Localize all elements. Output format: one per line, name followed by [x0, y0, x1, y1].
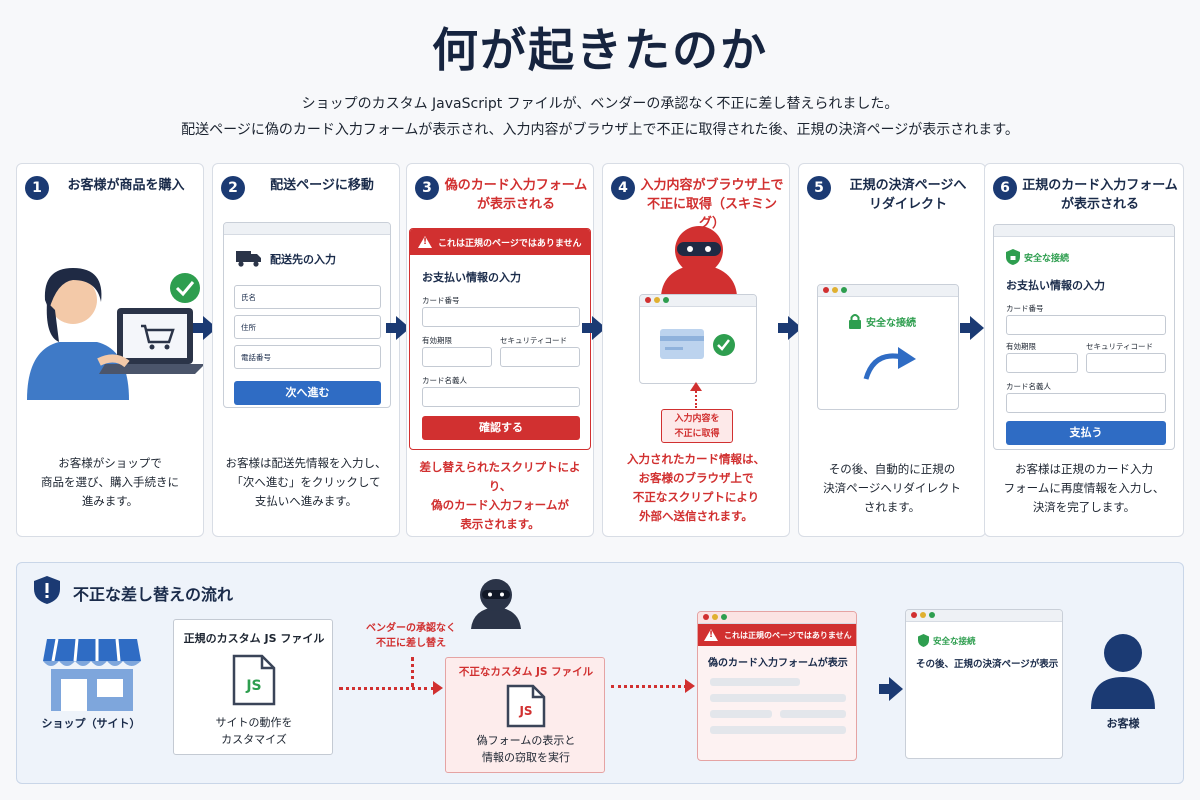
js-file-icon: [506, 684, 546, 728]
step-2-card: 2 配送ページに移動 配送先の入力 氏名 住所 電話番号 次へ進む お客様は配送…: [212, 163, 400, 537]
fake-page-window: これは正規のページではありません 偽のカード入力フォームが表示: [697, 611, 857, 761]
flow-title: 不正な差し替えの流れ: [73, 585, 234, 604]
expiry-field[interactable]: [1006, 353, 1078, 373]
step-description: その後、自動的に正規の 決済ページへリダイレクト されます。: [823, 462, 961, 514]
shield-icon: [34, 576, 60, 604]
hacker-icon: [661, 226, 737, 296]
step-title: 配送ページに移動: [270, 178, 374, 193]
name-field[interactable]: 氏名: [234, 285, 381, 309]
customer-label: お客様: [1106, 717, 1140, 730]
bad-file-title: 不正なカスタム JS ファイル: [458, 666, 594, 678]
secure-connection-label: 安全な接続: [1024, 254, 1070, 264]
step-description: お客様がショップで 商品を選び、購入手続きに 進みます。: [41, 456, 179, 508]
red-arrow-icon: [685, 679, 695, 693]
step-description: 入力されたカード情報は、 お客様のブラウザ上で 不正なスクリプトにより 外部へ送…: [627, 452, 765, 523]
subtitle-line-1: ショップのカスタム JavaScript ファイルが、ベンダーの承認なく不正に差…: [301, 96, 899, 112]
swap-label: ベンダーの承認なく 不正に差し替え: [366, 623, 456, 649]
step-number: 6: [993, 176, 1017, 200]
step-title: 正規の決済ページへ リダイレクト: [849, 178, 967, 212]
step-4-card: 4 入力内容がブラウザ上で 不正に取得（スキミング） 入力内容を 不正に取得 入…: [602, 163, 790, 537]
page-title: 何が起きたのか: [432, 23, 768, 77]
legit-page-text: その後、正規の決済ページが表示: [916, 659, 1059, 670]
flow-arrow-icon: [960, 316, 984, 340]
step-number: 3: [415, 176, 439, 200]
skimming-callout: 入力内容を 不正に取得: [661, 409, 733, 443]
shipping-form-window: 配送先の入力 氏名 住所 電話番号 次へ進む: [223, 222, 391, 408]
swap-flow-panel: 不正な差し替えの流れ ショップ（サイト） 正規のカスタム JS ファイル JS …: [16, 562, 1184, 784]
fake-page-text: 偽のカード入力フォームが表示: [708, 658, 848, 669]
shop-icon: [43, 638, 141, 711]
step-description: お客様は正規のカード入力 フォームに再度情報を入力し、 決済を完了します。: [1003, 462, 1165, 514]
truck-icon: [236, 251, 261, 267]
step-title: お客様が商品を購入: [67, 178, 185, 193]
card-name-field[interactable]: [1006, 393, 1166, 413]
confirm-button[interactable]: 確認する: [422, 416, 580, 440]
hacker-icon: [471, 579, 521, 629]
step-description: お客様は配送先情報を入力し、 「次へ進む」をクリックして 支払いへ進みます。: [225, 456, 387, 508]
legit-file-desc: サイトの動作を カスタマイズ: [215, 716, 293, 746]
step-title: 偽のカード入力フォーム が表示される: [444, 178, 588, 212]
form-heading: お支払い情報の入力: [1006, 279, 1105, 292]
step-number: 2: [221, 176, 245, 200]
security-code-field[interactable]: [1086, 353, 1166, 373]
shield-lock-icon: [918, 634, 929, 647]
pay-button[interactable]: 支払う: [1006, 421, 1166, 445]
flow-arrow-icon: [879, 677, 903, 701]
fake-page-warning: これは正規のページではありません: [698, 624, 856, 646]
js-label: JS: [246, 678, 262, 694]
legit-file-title: 正規のカスタム JS ファイル: [183, 632, 325, 645]
up-arrow-icon: [690, 382, 702, 391]
security-code-field[interactable]: [500, 347, 580, 367]
step-5-card: 5 正規の決済ページへ リダイレクト 安全な接続 その後、自動的に正規の 決済ペ…: [798, 163, 986, 537]
phone-field[interactable]: 電話番号: [234, 345, 381, 369]
form-heading: お支払い情報の入力: [422, 271, 521, 284]
form-heading: 配送先の入力: [270, 253, 336, 266]
customer-icon: [1091, 634, 1155, 709]
bad-file-desc: 偽フォームの表示と 情報の窃取を実行: [476, 734, 576, 764]
card-number-field[interactable]: [422, 307, 580, 327]
warning-icon: [704, 629, 718, 641]
browser-window: [639, 294, 757, 384]
js-label: JS: [519, 704, 533, 718]
legit-js-file-box: 正規のカスタム JS ファイル JS サイトの動作を カスタマイズ: [173, 619, 333, 755]
step-title: 正規のカード入力フォーム が表示される: [1022, 178, 1178, 212]
step-description: 差し替えられたスクリプトにより、 偽のカード入力フォームが 表示されます。: [419, 460, 581, 531]
card-number-field[interactable]: [1006, 315, 1166, 335]
card-name-field[interactable]: [422, 387, 580, 407]
next-button[interactable]: 次へ進む: [234, 381, 381, 405]
subtitle-line-2: 配送ページに偽のカード入力フォームが表示され、入力内容がブラウザ上で不正に取得さ…: [181, 122, 1019, 138]
step-number: 4: [611, 176, 635, 200]
check-icon: [170, 273, 200, 303]
expiry-field[interactable]: [422, 347, 492, 367]
malicious-js-file-box: 不正なカスタム JS ファイル JS 偽フォームの表示と 情報の窃取を実行: [445, 657, 605, 773]
secure-connection-label: 安全な接続: [866, 318, 916, 329]
step-3-card: 3 偽のカード入力フォーム が表示される これは正規のページではありません お支…: [406, 163, 594, 537]
lock-icon: [849, 314, 861, 329]
credit-card-icon: [660, 329, 735, 359]
shop-label: ショップ（サイト）: [41, 717, 141, 730]
address-field[interactable]: 住所: [234, 315, 381, 339]
customer-laptop-illustration: [27, 268, 203, 400]
legit-payment-window: 安全な接続: [817, 284, 959, 410]
js-file-icon: [232, 654, 276, 706]
step-number: 1: [25, 176, 49, 200]
fake-card-form-window: これは正規のページではありません お支払い情報の入力 カード番号 有効期限 セキ…: [409, 228, 591, 450]
step-number: 5: [807, 176, 831, 200]
fake-page-warning: これは正規のページではありません: [410, 229, 590, 255]
secure-connection-label: 安全な接続: [933, 637, 976, 647]
redirect-arrow-icon: [863, 347, 916, 380]
step-1-card: 1 お客様が商品を購入 お客様がショップで 商品を選び、購入手続きに 進みます。: [16, 163, 204, 537]
step-6-card: 6 正規のカード入力フォーム が表示される 安全な接続 お支払い情報の入力 カー…: [984, 163, 1184, 537]
legit-card-form-window: 安全な接続 お支払い情報の入力 カード番号 有効期限 セキュリティコード カード…: [993, 224, 1175, 450]
warning-icon: [418, 236, 432, 248]
red-arrow-icon: [433, 681, 443, 695]
legit-page-window: 安全な接続 その後、正規の決済ページが表示: [905, 609, 1063, 759]
shield-lock-icon: [1006, 249, 1020, 265]
